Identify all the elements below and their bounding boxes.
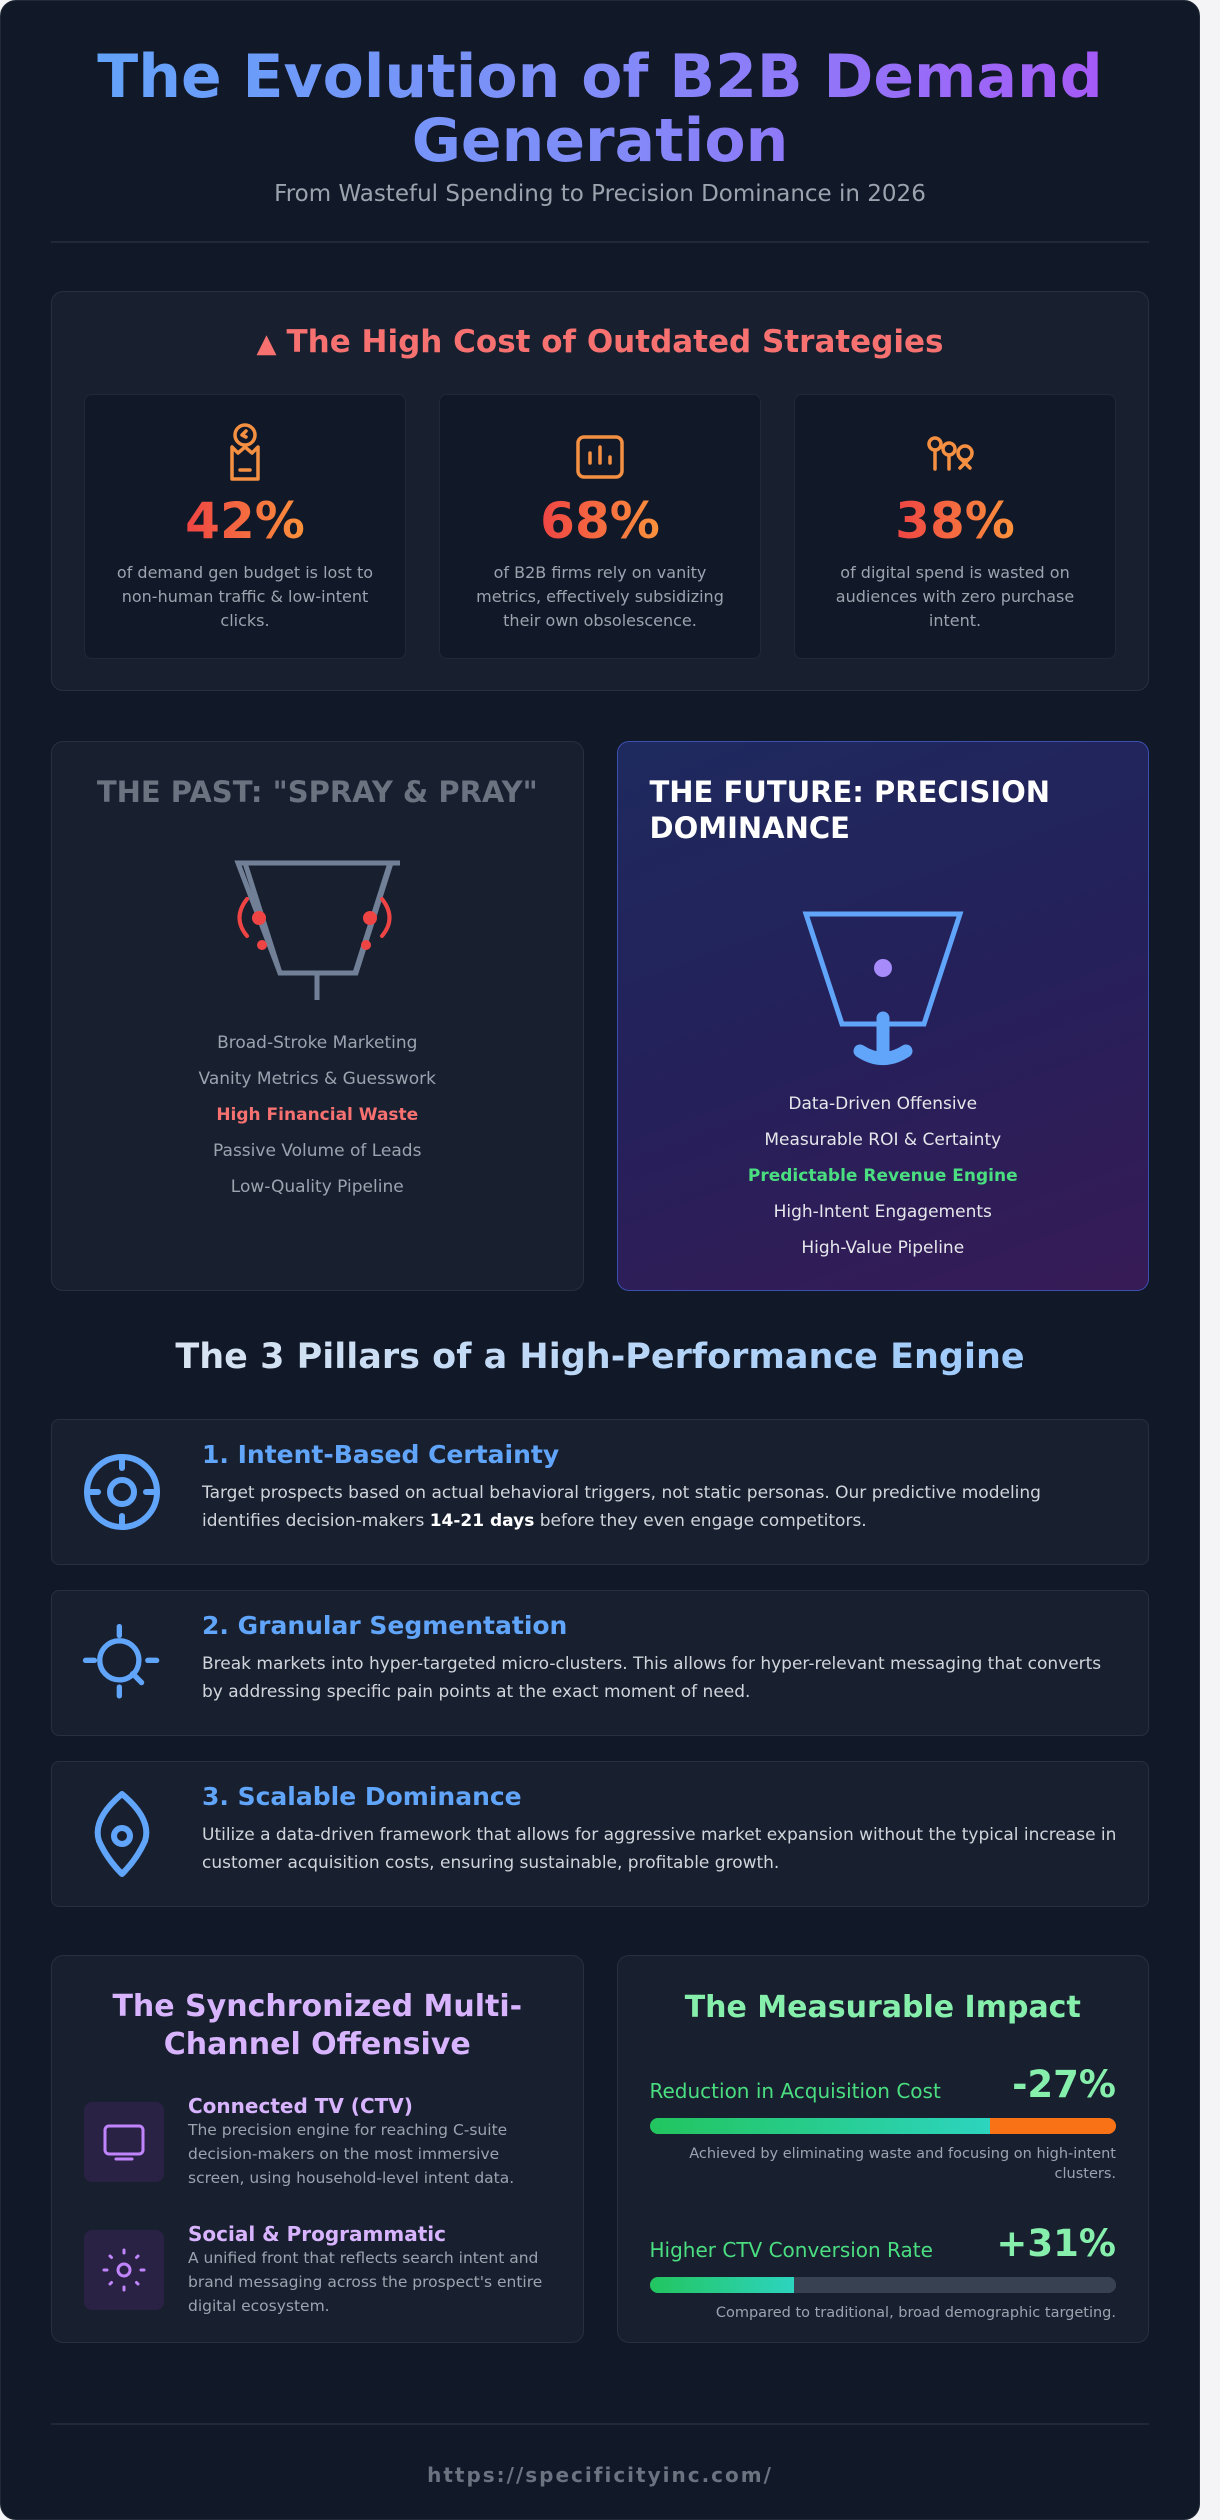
crosshair-icon — [84, 1454, 160, 1530]
pillar-card: 3. Scalable Dominance Utilize a data-dri… — [51, 1761, 1149, 1907]
pillar-icon-wrap — [82, 1452, 162, 1532]
metric: Reduction in Acquisition Cost -27% Achie… — [649, 2065, 1117, 2184]
progress-fill — [649, 2118, 991, 2134]
stat-value: 38% — [895, 492, 1015, 550]
past-item: Passive Volume of Leads — [213, 1141, 422, 1161]
past-item: Vanity Metrics & Guesswork — [198, 1069, 436, 1089]
footer-divider — [51, 2423, 1149, 2425]
high-cost-section: ▲ The High Cost of Outdated Strategies 42… — [51, 291, 1149, 691]
future-item: Measurable ROI & Certainty — [764, 1130, 1002, 1150]
metric-value: +31% — [996, 2222, 1116, 2265]
precision-funnel-icon — [802, 911, 964, 1065]
progress-bar — [649, 2118, 1116, 2134]
sun-burst-icon — [102, 2248, 146, 2292]
pillar-text: Break markets into hyper-targeted micro-… — [202, 1653, 1102, 1702]
channel-body: Social & Programmatic A unified front th… — [188, 2222, 551, 2318]
pillar-body: 2. Granular Segmentation Break markets i… — [202, 1611, 1123, 1706]
metric-value: -27% — [1012, 2063, 1116, 2106]
header: The Evolution of B2B Demand Generation F… — [51, 1, 1149, 207]
channel-title: Social & Programmatic — [188, 2222, 446, 2246]
metric: Higher CTV Conversion Rate +31% Compared… — [649, 2224, 1117, 2323]
pillar-title: 1. Intent-Based Certainty — [202, 1439, 560, 1469]
cost-title-text: The High Cost of Outdated Strategies — [286, 324, 944, 360]
channel-item: Connected TV (CTV) The precision engine … — [84, 2094, 551, 2190]
past-vs-future: THE PAST: "SPRAY & PRAY" Broad-Stroke Ma… — [51, 741, 1149, 1291]
multichannel-card: The Synchronized Multi-Channel Offensive… — [51, 1955, 584, 2343]
metric-head: Reduction in Acquisition Cost -27% — [650, 2065, 1117, 2105]
past-item: Low-Quality Pipeline — [230, 1177, 404, 1197]
stat-description: of digital spend is wasted on audiences … — [835, 563, 1075, 630]
stat-description: of demand gen budget is lost to non-huma… — [116, 563, 374, 630]
progress-remainder — [794, 2277, 1116, 2293]
pillar-body: 3. Scalable Dominance Utilize a data-dri… — [202, 1782, 1123, 1877]
stat-cards: 42% of demand gen budget is lost to non-… — [84, 394, 1116, 659]
stat-description: of B2B firms rely on vanity metrics, eff… — [476, 563, 724, 630]
impact-title: The Measurable Impact — [684, 1990, 1081, 2025]
stat-value: 42% — [185, 492, 305, 550]
pillar-body: 1. Intent-Based Certainty Target prospec… — [202, 1440, 1123, 1535]
past-list: Broad-Stroke Marketing Vanity Metrics & … — [84, 1025, 551, 1205]
future-item: High-Intent Engagements — [773, 1202, 992, 1222]
metric-note: Compared to traditional, broad demograph… — [715, 2305, 1116, 2321]
metric-note: Achieved by eliminating waste and focusi… — [689, 2146, 1116, 2182]
future-card: THE FUTURE: PRECISION DOMINANCE Data-Dri… — [616, 741, 1149, 1291]
pillar-icon-wrap — [82, 1618, 162, 1708]
bottom-section: The Synchronized Multi-Channel Offensive… — [51, 1955, 1149, 2343]
multichannel-title: The Synchronized Multi-Channel Offensive — [112, 1989, 523, 2062]
channel-item: Social & Programmatic A unified front th… — [84, 2222, 551, 2318]
scattered-pins-icon — [927, 436, 974, 471]
budget-loss-icon — [230, 423, 260, 481]
page-subtitle: From Wasteful Spending to Precision Domi… — [274, 181, 926, 207]
segment-search-icon — [82, 1623, 160, 1699]
pillar-text-bold: 14-21 days — [429, 1510, 535, 1531]
progress-remainder — [990, 2118, 1116, 2134]
past-title: THE PAST: "SPRAY & PRAY" — [96, 775, 538, 809]
channel-icon-box — [84, 2230, 164, 2310]
section-title: ▲ The High Cost of Outdated Strategies — [84, 324, 1116, 360]
stat-card: 42% of demand gen budget is lost to non-… — [84, 394, 406, 659]
pillar-text-part: before they even engage competitors. — [534, 1510, 867, 1531]
pillar-text-part: Target prospects based on actual behavio… — [202, 1482, 1041, 1531]
pillar-card: 1. Intent-Based Certainty Target prospec… — [51, 1419, 1149, 1565]
channel-text: A unified front that reflects search int… — [188, 2249, 543, 2315]
channel-body: Connected TV (CTV) The precision engine … — [188, 2094, 551, 2190]
tv-icon — [103, 2124, 145, 2161]
future-list: Data-Driven Offensive Measurable ROI & C… — [650, 1086, 1117, 1266]
future-item: High-Value Pipeline — [801, 1238, 965, 1258]
warning-icon: ▲ — [256, 329, 277, 359]
pillar-text: Target prospects based on actual behavio… — [202, 1479, 1123, 1535]
future-title: THE FUTURE: PRECISION DOMINANCE — [649, 775, 1051, 845]
channel-title: Connected TV (CTV) — [188, 2094, 413, 2118]
pillar-card: 2. Granular Segmentation Break markets i… — [51, 1590, 1149, 1736]
eye-icon — [94, 1791, 150, 1877]
past-item: Broad-Stroke Marketing — [217, 1033, 418, 1053]
channel-text: The precision engine for reaching C-suit… — [188, 2121, 515, 2187]
future-item: Data-Driven Offensive — [788, 1094, 978, 1114]
past-card: THE PAST: "SPRAY & PRAY" Broad-Stroke Ma… — [51, 741, 584, 1291]
bar-chart-icon — [576, 435, 624, 479]
stat-card: 68% of B2B firms rely on vanity metrics,… — [439, 394, 761, 659]
pillar-icon-wrap — [82, 1789, 162, 1879]
header-divider — [51, 241, 1149, 243]
pillar-title: 2. Granular Segmentation — [202, 1610, 568, 1640]
progress-fill — [649, 2277, 795, 2293]
leaky-funnel-icon — [234, 860, 401, 1000]
pillar-text: Utilize a data-driven framework that all… — [202, 1824, 1117, 1873]
stat-value: 68% — [540, 492, 660, 550]
metric-label: Reduction in Acquisition Cost — [649, 2079, 941, 2103]
page-title: The Evolution of B2B Demand Generation — [51, 45, 1149, 173]
footer-url[interactable]: https://specificityinc.com/ — [427, 2463, 773, 2487]
impact-card: The Measurable Impact Reduction in Acqui… — [616, 1955, 1149, 2343]
future-item-highlight: Predictable Revenue Engine — [747, 1166, 1018, 1186]
metric-label: Higher CTV Conversion Rate — [649, 2238, 933, 2262]
channel-icon-box — [84, 2102, 164, 2182]
progress-bar — [649, 2277, 1116, 2293]
stat-card: 38% of digital spend is wasted on audien… — [794, 394, 1116, 659]
metric-head: Higher CTV Conversion Rate +31% — [650, 2224, 1117, 2264]
pillars-title: The 3 Pillars of a High-Performance Engi… — [51, 1337, 1149, 1377]
pillar-title: 3. Scalable Dominance — [202, 1781, 522, 1811]
past-item-highlight: High Financial Waste — [216, 1105, 419, 1125]
